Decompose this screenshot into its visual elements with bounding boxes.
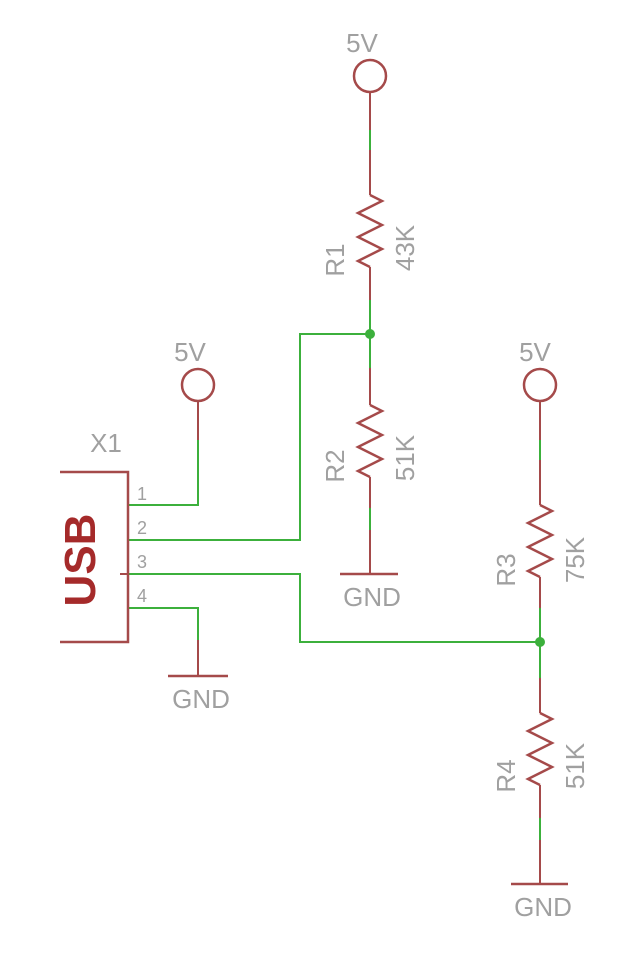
supply-5v-r3: 5V <box>519 337 558 440</box>
ground-r2: GND <box>340 530 401 612</box>
resistor-value: 51K <box>390 434 420 481</box>
wire-pin4-gnd <box>128 607 199 640</box>
pin-number-2: 2 <box>137 518 147 538</box>
junction-r1-r2 <box>365 329 375 339</box>
resistor-value: 75K <box>560 536 590 583</box>
supply-label: 5V <box>174 337 206 367</box>
wire-pin1-5v <box>128 440 199 506</box>
supply-5v-r1: 5V <box>346 28 388 130</box>
ground-usb: GND <box>168 640 230 714</box>
net-wires <box>128 130 545 840</box>
resistor-r2: R2 51K <box>320 368 420 508</box>
junction-r3-r4 <box>535 637 545 647</box>
resistor-r3: R3 75K <box>491 460 590 608</box>
resistor-value: 43K <box>390 224 420 271</box>
ground-label: GND <box>343 582 401 612</box>
resistor-r1: R1 43K <box>320 150 420 300</box>
resistor-name: R3 <box>491 553 521 586</box>
pin-number-4: 4 <box>137 586 147 606</box>
connector-body <box>60 470 130 644</box>
ground-label: GND <box>514 892 572 922</box>
ground-label: GND <box>172 684 230 714</box>
supply-label: 5V <box>346 28 378 58</box>
pin-number-3: 3 <box>137 552 147 572</box>
usb-connector-x1: X1 USB 1 2 3 4 <box>56 428 147 644</box>
resistor-r4: R4 51K <box>491 678 590 818</box>
wire-pin3-node <box>128 573 540 643</box>
connector-name: X1 <box>90 428 122 458</box>
resistor-name: R4 <box>491 759 521 792</box>
wire-node-pin2 <box>128 333 370 541</box>
resistor-name: R1 <box>320 243 350 276</box>
resistor-value: 51K <box>560 742 590 789</box>
connector-value: USB <box>56 514 105 607</box>
pin-number-1: 1 <box>137 484 147 504</box>
resistor-name: R2 <box>320 449 350 482</box>
ground-r4: GND <box>511 840 572 922</box>
supply-label: 5V <box>519 337 551 367</box>
supply-5v-usb: 5V <box>174 337 216 440</box>
